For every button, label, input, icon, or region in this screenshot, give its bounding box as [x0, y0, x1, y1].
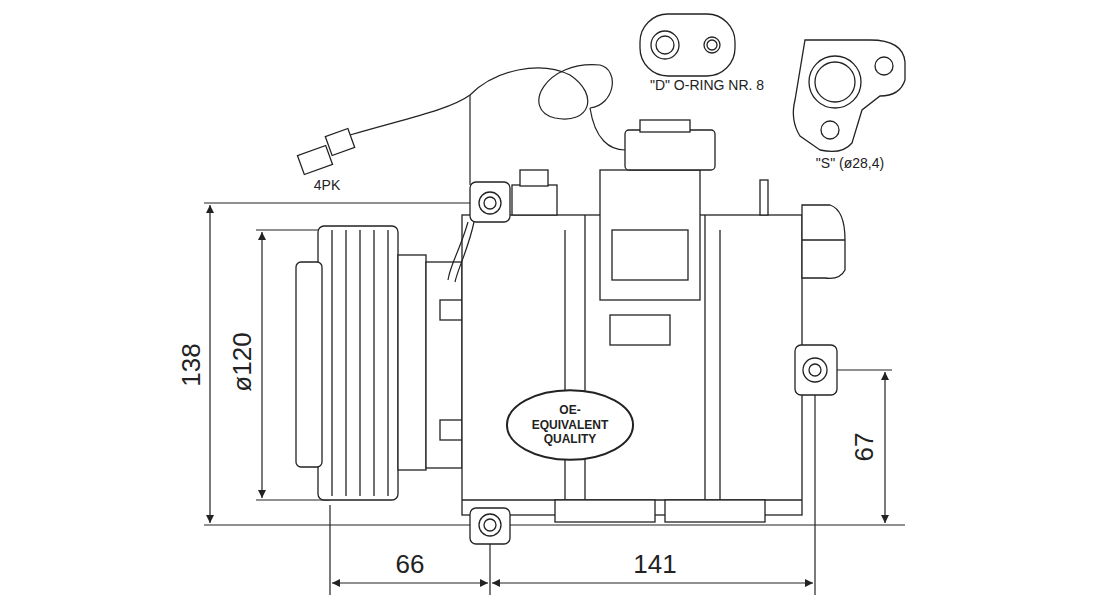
- dimension-value: 141: [631, 550, 678, 579]
- badge-text: OE- EQUIVALENT QUALITY: [532, 403, 608, 446]
- dimension-value: ø120: [228, 330, 257, 393]
- dimension-value: 138: [177, 341, 206, 388]
- part-note: "S" (ø28,4): [814, 156, 886, 171]
- dimension-value: 66: [394, 550, 427, 579]
- quality-badge: OE- EQUIVALENT QUALITY: [505, 388, 635, 462]
- part-note: "D" O-RING NR. 8: [648, 78, 766, 93]
- dimension-value: 67: [850, 431, 879, 464]
- part-note: 4PK: [312, 178, 342, 193]
